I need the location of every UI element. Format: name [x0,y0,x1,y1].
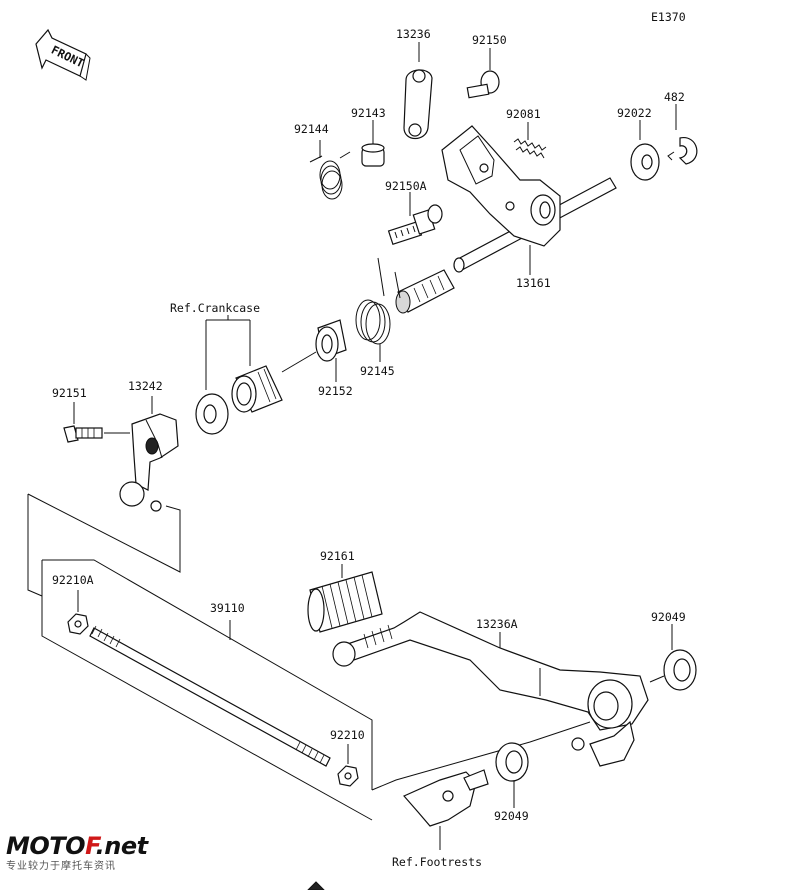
part-13236A [332,611,649,767]
label-39110: 39110 [210,601,245,615]
label-13236A: 13236A [476,617,518,631]
label-92161: 92161 [320,549,355,563]
part-92049-lower [495,742,529,808]
logo-main: MOTO [6,832,86,860]
link-line [371,721,591,791]
needle-bearing [231,365,283,413]
label-ref-footrests: Ref.Footrests [392,855,482,869]
label-13236: 13236 [396,27,431,41]
part-92081 [513,122,547,159]
watermark-tagline: 专业较力于摩托车资讯 [6,861,116,872]
label-92145: 92145 [360,364,395,378]
oil-seal [195,393,229,435]
label-92049-lower: 92049 [494,809,529,823]
part-92049-upper [649,624,697,691]
label-92049-upper: 92049 [651,610,686,624]
bracket-lines-upper [27,493,181,597]
footrest-bracket [403,769,489,850]
part-92210A [67,590,89,635]
part-13242 [119,396,179,512]
part-39110 [89,620,331,767]
part-92150 [466,48,500,99]
label-13242: 13242 [128,379,163,393]
part-92022 [630,120,660,181]
watermark: MOTOF.net 专业较力于摩托车资讯 [6,832,148,872]
part-482 [667,104,698,165]
part-13236 [403,42,433,140]
label-92151: 92151 [52,386,87,400]
part-92144 [309,140,351,200]
part-92150A [387,192,443,246]
part-92145 [355,257,401,362]
part-92161 [307,564,383,633]
label-92081: 92081 [506,107,541,121]
label-92143: 92143 [351,106,386,120]
label-92150A: 92150A [385,179,427,193]
label-92150: 92150 [472,33,507,47]
label-92210: 92210 [330,728,365,742]
label-ref-crankcase: Ref.Crankcase [170,301,260,315]
label-13161: 13161 [516,276,551,290]
bracket-lines-lower [41,559,373,821]
part-92210 [337,744,359,787]
axis-line [281,351,317,373]
page-marker-icon [307,881,325,890]
ref-crankcase-bracket [205,315,251,390]
label-92022: 92022 [617,106,652,120]
part-92152 [315,319,347,382]
front-arrow-icon: FRONT [35,28,91,81]
spline-collar [395,269,455,314]
logo-accent: F [85,832,96,860]
diagram-code: E1370 [651,10,686,24]
label-92210A: 92210A [52,573,94,587]
watermark-logo: MOTOF.net [6,832,148,860]
part-92143 [361,120,385,167]
label-92152: 92152 [318,384,353,398]
label-92144: 92144 [294,122,329,136]
logo-suffix: .net [95,832,148,860]
part-13161 [441,125,617,275]
part-92151 [63,402,130,443]
label-482: 482 [664,90,685,104]
